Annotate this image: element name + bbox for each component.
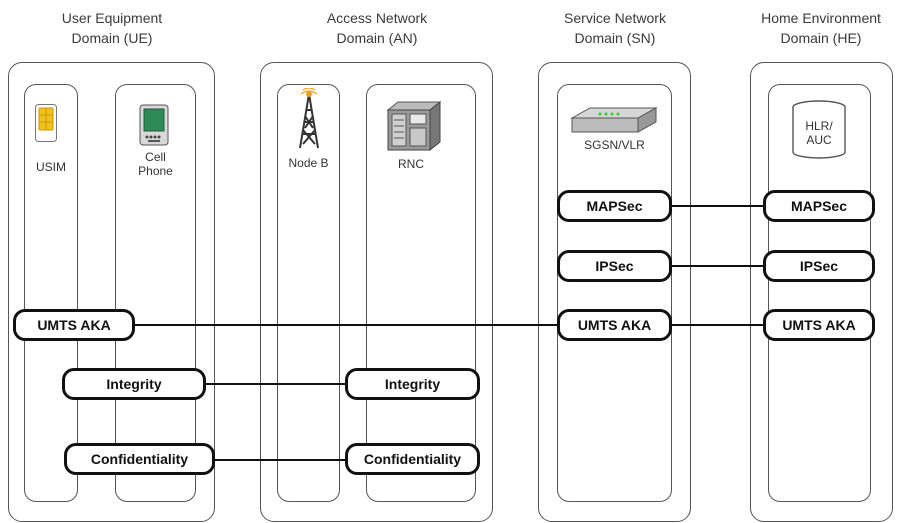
umts-aka-link-line [130,324,770,326]
usim-label: USIM [36,160,66,174]
cell-phone-icon [139,104,169,146]
confidentiality-ue-pill: Confidentiality [64,443,215,475]
domain-title-he: Home Environment Domain (HE) [746,8,896,48]
domain-title-an-line1: Access Network [326,10,428,26]
router-icon [570,107,658,133]
domain-title-ue-line2: Domain (UE) [71,30,153,46]
ipsec-sn-pill: IPSec [557,250,672,282]
confidentiality-link-line [210,459,350,461]
ipsec-he-pill: IPSec [763,250,875,282]
mapsec-sn-pill: MAPSec [557,190,672,222]
umts-aka-sn-pill: UMTS AKA [557,309,672,341]
mapsec-link-line [670,205,770,207]
domain-title-an: Access Network Domain (AN) [272,8,482,48]
domain-title-an-line2: Domain (AN) [336,30,418,46]
domain-title-he-line2: Domain (HE) [780,30,862,46]
integrity-ue-pill: Integrity [62,368,206,400]
domain-title-sn: Service Network Domain (SN) [535,8,695,48]
hlr-auc-label: HLR/ AUC [791,119,847,147]
cell-phone-label-line2: Phone [138,164,173,178]
umts-aka-he-pill: UMTS AKA [763,309,875,341]
domain-title-he-line1: Home Environment [761,10,881,26]
column-rnc [366,84,476,502]
sim-card-icon [35,104,57,142]
integrity-link-line [200,383,350,385]
domain-title-ue: User Equipment Domain (UE) [12,8,212,48]
hlr-label-line1: HLR/ [805,119,833,133]
hlr-label-line2: AUC [806,133,832,147]
integrity-an-pill: Integrity [345,368,480,400]
column-sgsn-vlr [557,84,672,502]
rnc-server-icon [386,100,442,152]
database-icon [792,100,846,159]
domain-title-ue-line1: User Equipment [61,10,163,26]
column-node-b [277,84,340,502]
confidentiality-an-pill: Confidentiality [345,443,480,475]
ipsec-link-line [670,265,770,267]
column-usim [24,84,78,502]
antenna-tower-icon [299,88,319,149]
rnc-label: RNC [398,157,424,171]
cell-phone-label-line1: Cell [145,150,166,164]
sgsn-vlr-label: SGSN/VLR [584,138,645,152]
domain-title-sn-line1: Service Network [564,10,666,26]
node-b-label: Node B [288,156,329,170]
mapsec-he-pill: MAPSec [763,190,875,222]
domain-title-sn-line2: Domain (SN) [574,30,656,46]
cell-phone-label: Cell Phone [115,150,196,178]
column-cell-phone [115,84,196,502]
umts-aka-ue-pill: UMTS AKA [13,309,135,341]
